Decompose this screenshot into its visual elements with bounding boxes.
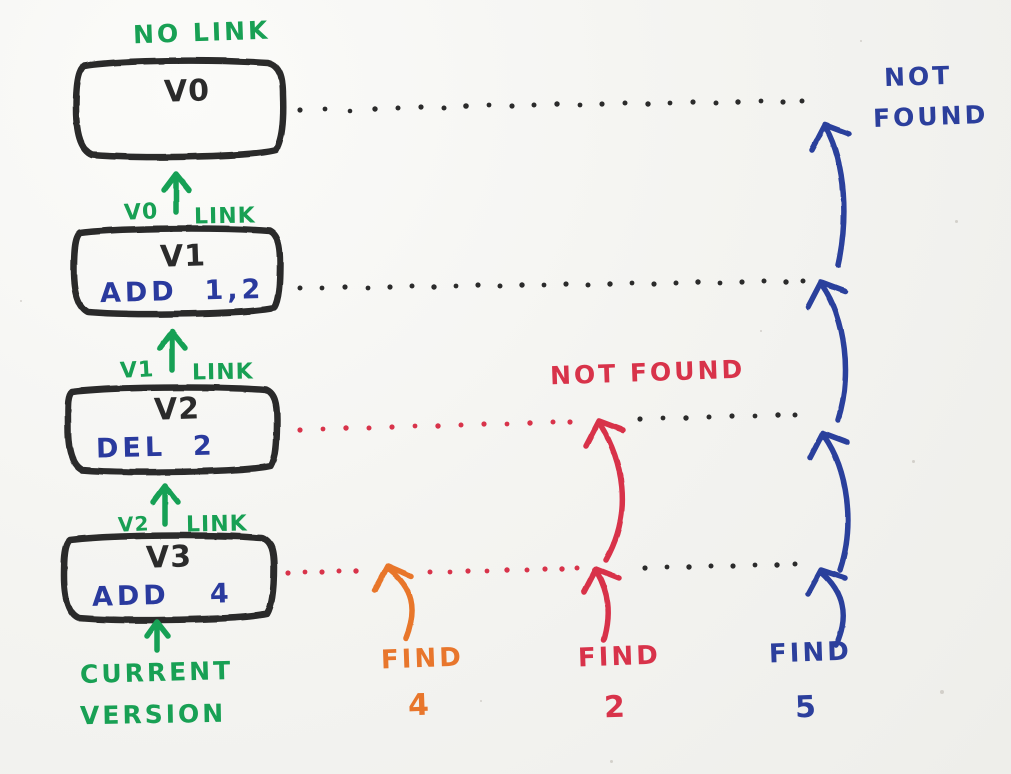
green-current-version-arrow	[144, 619, 171, 653]
not-found-top-line2: FOUND	[872, 99, 989, 134]
dotted-path-v0	[297, 98, 805, 114]
link-label-v1-right: LINK	[191, 359, 254, 386]
dotted-path-v3-red-a	[285, 568, 359, 576]
no-link-label: NO LINK	[132, 15, 271, 50]
dotted-path-v1	[297, 278, 806, 291]
version-op-v1: ADD 1,2	[99, 273, 265, 310]
dotted-path-v2-dark	[637, 412, 798, 422]
paper-speck	[912, 460, 915, 463]
version-box-v3	[60, 532, 278, 624]
green-link-arrow-v1	[157, 329, 188, 373]
version-title-v0: V0	[163, 73, 211, 110]
link-label-v2-left: V2	[117, 511, 151, 537]
red-arrow-find2-to-v2	[583, 418, 626, 563]
version-op-v2: DEL 2	[95, 430, 217, 465]
paper-speck	[860, 40, 862, 42]
blue-arrow-v1-to-v0	[809, 122, 852, 268]
orange-arrow-find4-to-v3	[372, 563, 415, 641]
find-5-value: 5	[794, 689, 819, 726]
link-label-v0-right: LINK	[193, 203, 256, 230]
paper-speck	[480, 700, 482, 702]
version-box-v1	[70, 225, 284, 318]
version-title-v3: V3	[145, 539, 193, 576]
link-label-v0-left: V0	[123, 199, 159, 226]
red-arrow-find2-start	[581, 566, 622, 643]
version-op-v3: ADD 4	[91, 578, 234, 613]
paper-speck	[940, 690, 944, 694]
version-box-v0	[72, 57, 287, 161]
version-title-v2: V2	[153, 391, 201, 428]
find-2-label: FIND	[577, 640, 662, 674]
link-label-v1-left: V1	[119, 357, 155, 384]
dotted-path-v3-dark	[642, 561, 798, 571]
current-version-line1: CURRENT	[79, 655, 234, 690]
current-version-line2: VERSION	[79, 698, 227, 731]
paper-speck	[20, 300, 22, 302]
dotted-path-v2-red	[297, 419, 573, 433]
version-box-v2	[64, 384, 281, 476]
green-link-arrow-v0	[161, 171, 192, 215]
link-label-v2-right: LINK	[185, 511, 248, 538]
blue-arrow-find5-start	[805, 567, 848, 648]
version-title-v1: V1	[159, 238, 207, 275]
paper-speck	[955, 220, 958, 223]
green-link-arrow-v2	[150, 483, 181, 527]
blue-arrow-v2-to-v1	[805, 279, 849, 423]
paper-speck	[610, 760, 613, 763]
find-4-label: FIND	[380, 642, 465, 676]
not-found-top-line1: NOT	[883, 60, 953, 93]
find-4-value: 4	[407, 687, 432, 724]
find-5-label: FIND	[768, 636, 853, 670]
dotted-path-v3-red-b	[427, 565, 580, 575]
paper-speck	[760, 330, 762, 332]
blue-arrow-v3-to-v2	[807, 430, 851, 573]
find-2-value: 2	[603, 689, 628, 726]
